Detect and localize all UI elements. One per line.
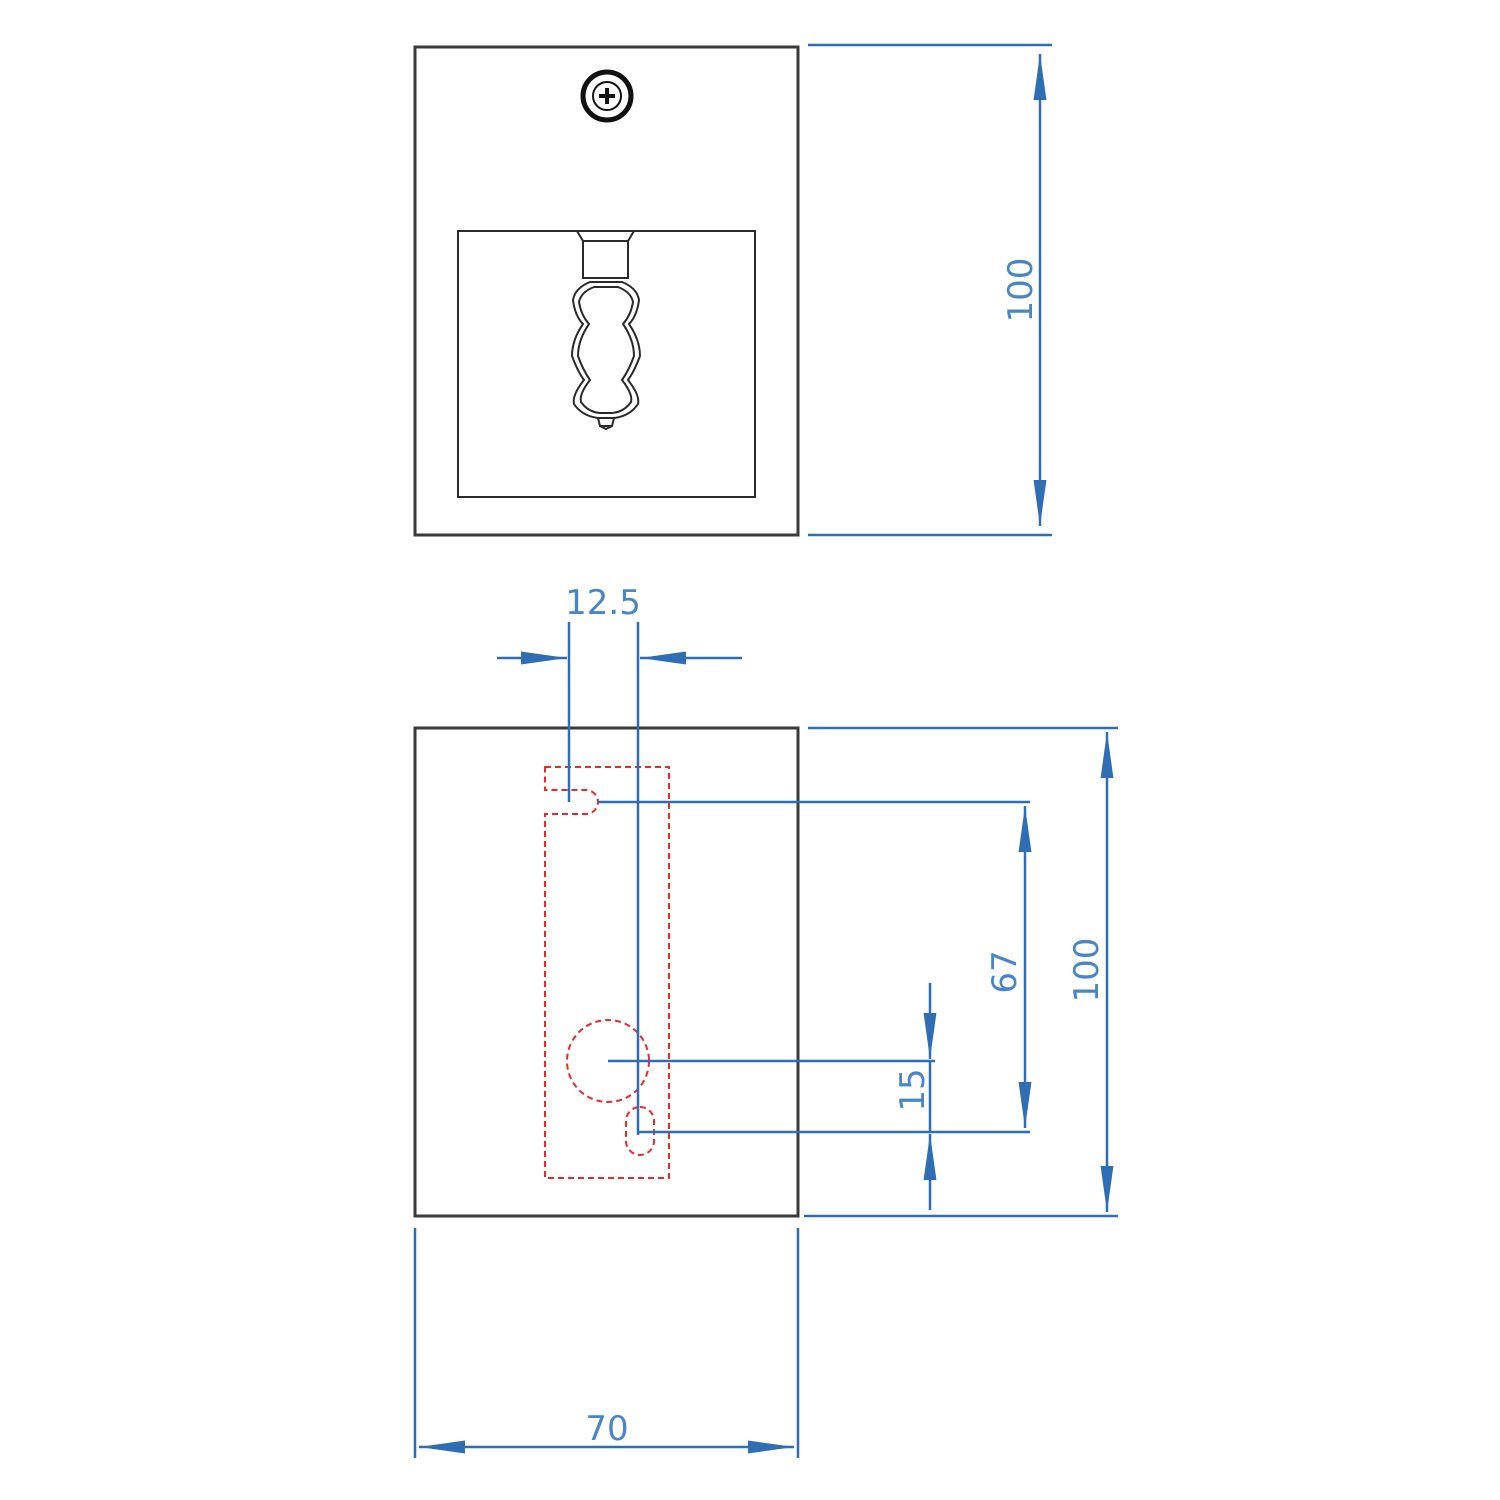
back-plate-outline — [413, 726, 800, 1218]
dimension-bottom-offset: 15 — [608, 983, 937, 1210]
dimension-bottom-offset-label: 15 — [893, 1068, 933, 1111]
dimension-side-height-label: 100 — [1067, 938, 1107, 1003]
front-view — [413, 45, 800, 537]
screw-icon — [580, 69, 634, 123]
dimension-side-height: 100 — [804, 726, 1118, 1218]
dimension-hole-spacing: 67 — [598, 800, 1032, 1134]
dimension-width: 70 — [413, 1228, 800, 1458]
handle-icon — [570, 230, 642, 431]
dimension-width-label: 70 — [585, 1409, 628, 1449]
dimension-front-height-label: 100 — [1001, 258, 1041, 323]
front-plate-outline — [413, 45, 800, 537]
dimension-front-height: 100 — [808, 43, 1052, 537]
dimension-offset: 12.5 — [497, 583, 742, 1135]
dimension-hole-spacing-label: 67 — [985, 950, 1025, 993]
dimension-offset-label: 12.5 — [565, 583, 641, 623]
recess-outline — [457, 230, 756, 498]
hidden-bracket-outline — [544, 766, 670, 1179]
